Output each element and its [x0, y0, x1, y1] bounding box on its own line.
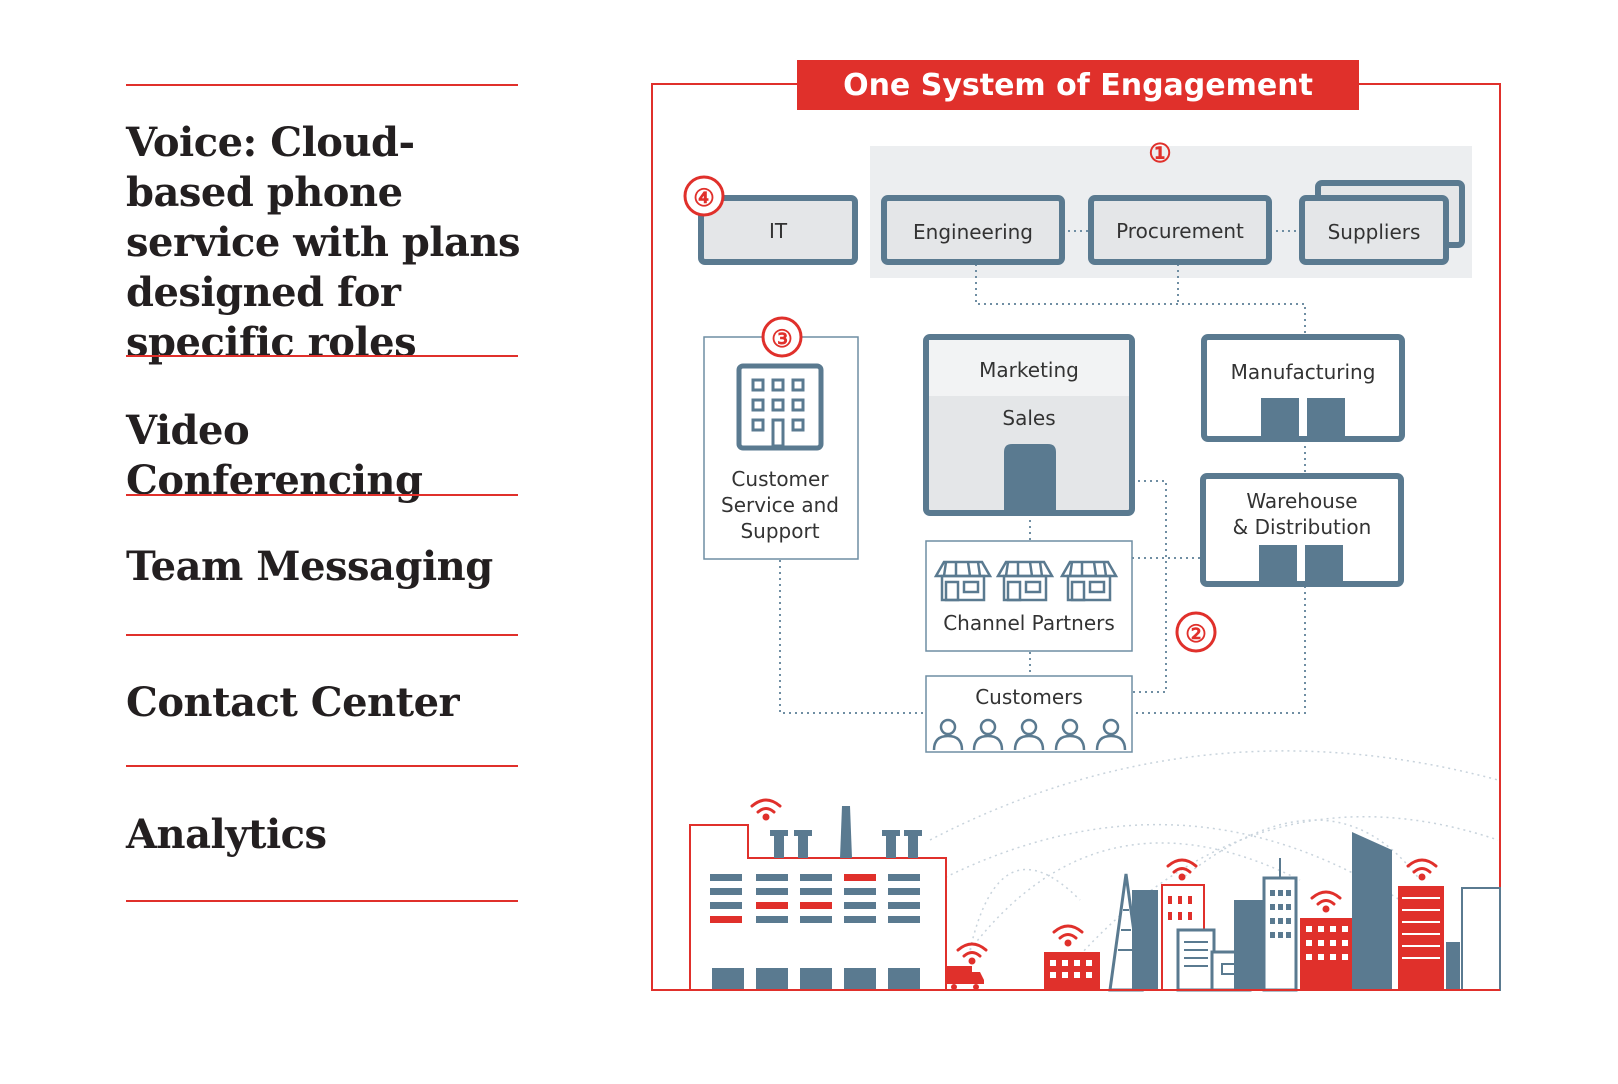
feature-contact-center[interactable]: Contact Center — [126, 679, 460, 726]
channel-partners-label: Channel Partners — [943, 611, 1115, 635]
suppliers-box[interactable] — [1299, 195, 1449, 265]
manufacturing-label: Manufacturing — [1231, 360, 1376, 384]
feature-video-conferencing[interactable]: Video Conferencing — [126, 407, 423, 504]
divider — [126, 634, 518, 636]
wifi-icon — [1406, 858, 1438, 881]
door-icon — [1004, 444, 1056, 510]
it-label: IT — [769, 219, 788, 243]
warehouse-label-1: Warehouse — [1246, 489, 1357, 513]
feature-list: Voice: Cloud-based phone service with pl… — [0, 0, 560, 1084]
network-arcs — [929, 750, 1499, 956]
truck-icon — [946, 966, 984, 990]
marker-two: ② — [1185, 619, 1207, 648]
dock-door-icon — [1259, 545, 1297, 581]
wifi-icon — [1052, 924, 1084, 947]
warehouse-label-2: & Distribution — [1233, 515, 1372, 539]
customers-box[interactable] — [925, 675, 1133, 753]
people-icon — [932, 718, 1127, 751]
marketing-label: Marketing — [979, 358, 1079, 382]
city-illustration — [1044, 832, 1501, 992]
marker-two-ring — [1175, 611, 1217, 653]
procurement-label: Procurement — [1116, 219, 1244, 243]
feature-analytics[interactable]: Analytics — [126, 811, 327, 858]
suppliers-label: Suppliers — [1328, 220, 1421, 244]
warehouse-box[interactable] — [1200, 473, 1404, 587]
dock-door-icon — [1305, 545, 1343, 581]
wifi-icon — [750, 798, 782, 821]
wifi-icon — [956, 942, 988, 965]
storefront-icon — [1059, 560, 1119, 602]
marker-four-ring — [683, 175, 725, 217]
channel-partners-box[interactable] — [925, 540, 1133, 652]
divider — [126, 84, 518, 86]
diagram-title: One System of Engagement — [843, 68, 1313, 103]
marker-three-ring — [761, 316, 803, 358]
wifi-icon — [1310, 890, 1342, 913]
divider — [126, 355, 518, 357]
engineering-label: Engineering — [913, 220, 1033, 244]
procurement-box[interactable] — [1088, 195, 1272, 265]
marketing-band — [929, 340, 1129, 396]
divider — [126, 900, 518, 902]
title-banner — [797, 60, 1359, 110]
wifi-icon — [1166, 858, 1198, 881]
customers-label: Customers — [975, 685, 1083, 709]
factory-illustration — [689, 806, 947, 990]
divider — [126, 765, 518, 767]
connectors — [779, 230, 1306, 714]
dock-door-icon — [1261, 398, 1299, 436]
marker-one: ① — [1148, 139, 1171, 169]
divider — [126, 494, 518, 496]
marker-three: ③ — [771, 324, 793, 353]
dock-door-icon — [1307, 398, 1345, 436]
customer-service-label-2: Service and — [721, 493, 839, 517]
feature-team-messaging[interactable]: Team Messaging — [126, 543, 493, 590]
customer-service-label-1: Customer — [731, 467, 829, 491]
storefront-icon — [933, 560, 993, 602]
storefront-icon — [995, 560, 1055, 602]
sales-label: Sales — [1002, 406, 1055, 430]
office-building-icon — [736, 363, 824, 451]
engineering-box[interactable] — [881, 195, 1065, 265]
marker-four: ④ — [693, 183, 715, 212]
feature-voice[interactable]: Voice: Cloud-based phone service with pl… — [126, 119, 521, 366]
it-box[interactable] — [698, 195, 858, 265]
manufacturing-box[interactable] — [1201, 334, 1405, 442]
customer-service-label-3: Support — [740, 519, 819, 543]
